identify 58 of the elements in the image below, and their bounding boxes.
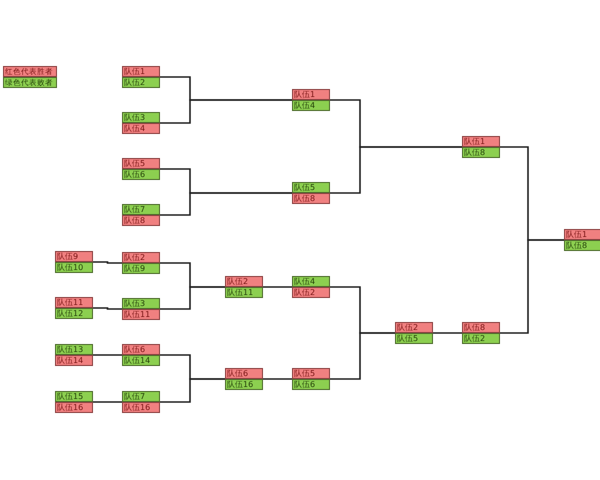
team-box: 队伍8 [564, 240, 600, 251]
team-box: 队伍2 [122, 252, 160, 263]
bracket-line [500, 239, 564, 334]
team-box: 队伍5 [292, 368, 330, 379]
team-box: 队伍10 [55, 262, 93, 273]
team-box: 队伍13 [55, 344, 93, 355]
team-box: 队伍2 [122, 77, 160, 88]
bracket-line [160, 378, 225, 403]
team-box: 队伍1 [292, 89, 330, 100]
team-box: 队伍3 [122, 112, 160, 123]
team-box: 队伍6 [225, 368, 263, 379]
team-box: 队伍16 [225, 379, 263, 390]
bracket-line [93, 354, 122, 356]
team-box: 队伍7 [122, 204, 160, 215]
team-box: 队伍8 [122, 215, 160, 226]
team-box: 队伍14 [122, 355, 160, 366]
team-box: 队伍4 [292, 276, 330, 287]
team-box: 队伍6 [292, 379, 330, 390]
team-box: 队伍2 [225, 276, 263, 287]
bracket-line [93, 261, 122, 264]
team-box: 队伍1 [564, 229, 600, 240]
team-box: 队伍8 [462, 147, 500, 158]
team-box: 队伍16 [122, 402, 160, 413]
team-box: 队伍11 [122, 309, 160, 320]
team-box: 队伍5 [292, 182, 330, 193]
team-box: 队伍1 [122, 66, 160, 77]
team-box: 队伍2 [395, 322, 433, 333]
team-box: 队伍6 [122, 344, 160, 355]
team-box: 队伍2 [292, 287, 330, 298]
bracket-line [330, 146, 462, 194]
bracket-line [263, 378, 292, 380]
bracket-line [433, 332, 462, 334]
team-box: 队伍4 [292, 100, 330, 111]
team-box: 队伍2 [462, 333, 500, 344]
team-box: 队伍12 [55, 308, 93, 319]
bracket-line [93, 401, 122, 403]
team-box: 队伍9 [122, 263, 160, 274]
team-box: 队伍5 [395, 333, 433, 344]
team-box: 队伍1 [462, 136, 500, 147]
bracket-line [160, 286, 225, 310]
bracket-line [330, 332, 395, 380]
team-box: 队伍4 [122, 123, 160, 134]
team-box: 队伍8 [462, 322, 500, 333]
bracket-line [93, 307, 122, 310]
team-box: 队伍3 [122, 298, 160, 309]
team-box: 队伍15 [55, 391, 93, 402]
team-box: 队伍6 [122, 169, 160, 180]
team-box: 队伍14 [55, 355, 93, 366]
team-box: 队伍11 [55, 297, 93, 308]
team-box: 队伍8 [292, 193, 330, 204]
team-box: 队伍16 [55, 402, 93, 413]
team-box: 队伍11 [225, 287, 263, 298]
team-box: 队伍9 [55, 251, 93, 262]
team-box: 队伍7 [122, 391, 160, 402]
bracket-line [263, 286, 292, 288]
bracket-line [160, 192, 292, 216]
team-box: 队伍5 [122, 158, 160, 169]
bracket-line [160, 99, 292, 124]
